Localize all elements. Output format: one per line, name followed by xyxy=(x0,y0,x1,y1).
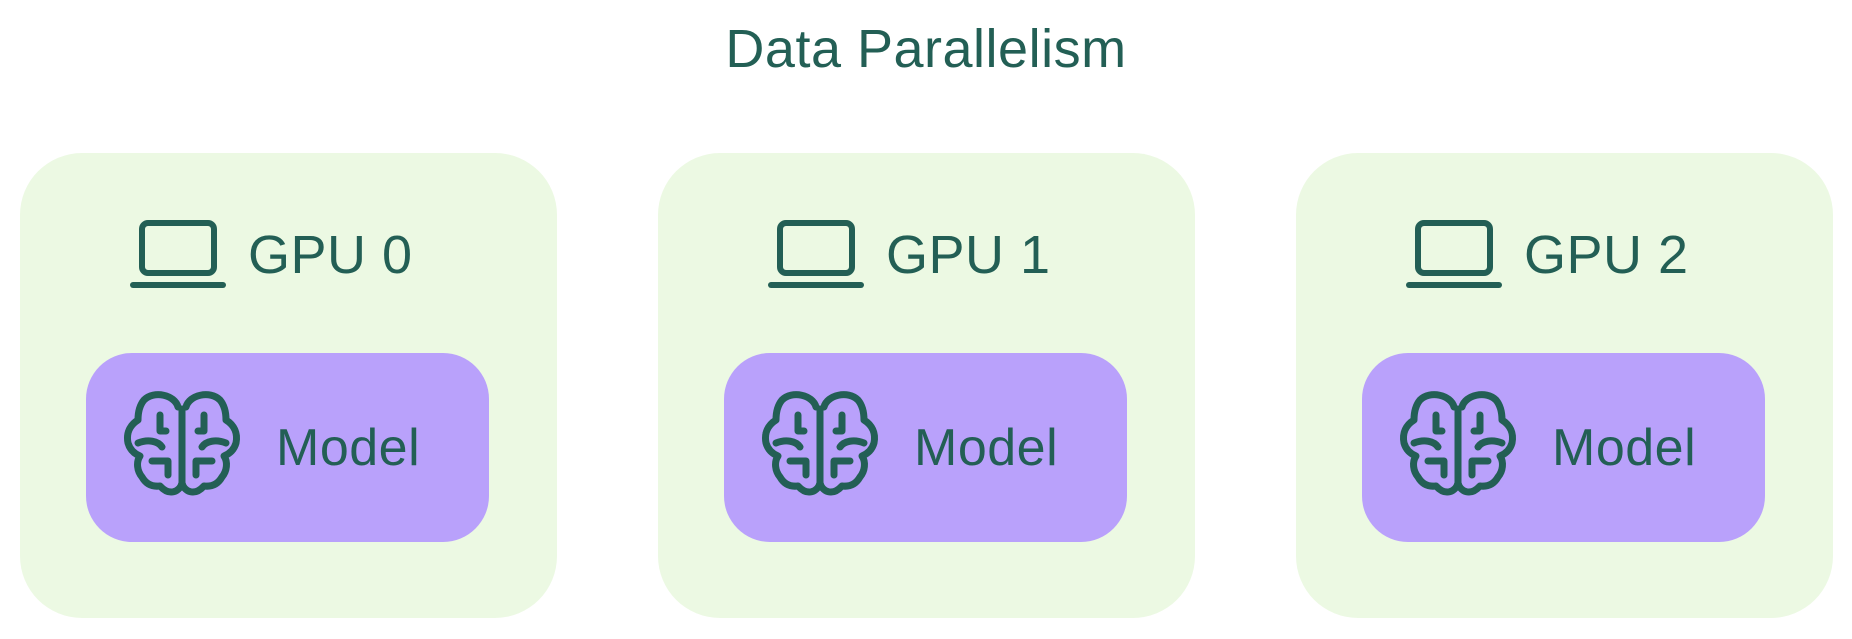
model-box: Model xyxy=(1362,353,1765,542)
laptop-icon xyxy=(1406,220,1502,288)
gpu-panel-1: GPU 1 Model xyxy=(658,153,1195,618)
laptop-icon xyxy=(768,220,864,288)
gpu-label: GPU 1 xyxy=(886,225,1051,285)
brain-icon xyxy=(762,391,878,496)
gpu-header: GPU 0 xyxy=(130,217,413,293)
gpu-panel-0: GPU 0 Model xyxy=(20,153,557,618)
gpu-label: GPU 2 xyxy=(1524,225,1689,285)
model-label: Model xyxy=(276,419,421,477)
model-box: Model xyxy=(724,353,1127,542)
brain-icon xyxy=(124,391,240,496)
gpu-panel-2: GPU 2 Model xyxy=(1296,153,1833,618)
model-label: Model xyxy=(914,419,1059,477)
gpu-header: GPU 1 xyxy=(768,217,1051,293)
diagram-title: Data Parallelism xyxy=(725,19,1127,79)
gpu-label: GPU 0 xyxy=(248,225,413,285)
model-label: Model xyxy=(1552,419,1697,477)
brain-icon xyxy=(1400,391,1516,496)
laptop-icon xyxy=(130,220,226,288)
gpu-header: GPU 2 xyxy=(1406,217,1689,293)
model-box: Model xyxy=(86,353,489,542)
